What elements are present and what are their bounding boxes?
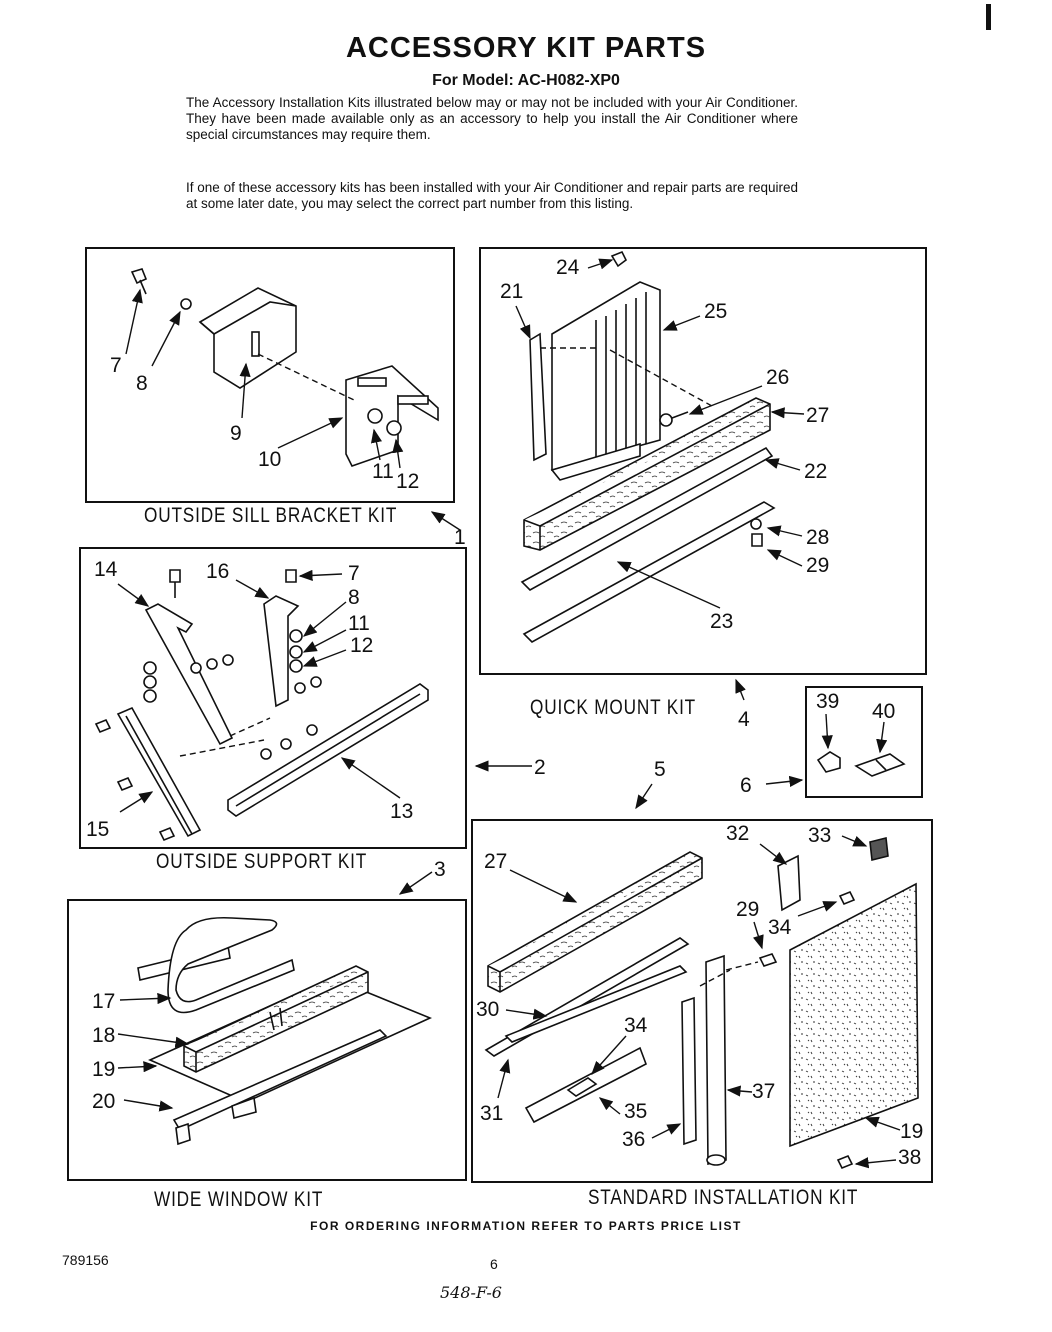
callout-1: 1 [454,526,466,549]
callout-30: 30 [476,998,499,1021]
callout-14: 14 [94,558,118,581]
callout-7b: 7 [348,562,360,585]
callout-3: 3 [434,858,446,881]
callout-40: 40 [872,700,895,723]
callout-26: 26 [766,366,789,389]
callout-11: 11 [372,460,394,483]
model-number: For Model: AC-H082-XP0 [432,72,620,89]
callout-36: 36 [622,1128,645,1151]
callout-28: 28 [806,526,829,549]
callout-13: 13 [390,800,413,823]
margin-mark [986,4,991,30]
callout-29: 29 [806,554,829,577]
callout-7: 7 [110,354,122,377]
callout-34b: 34 [624,1014,648,1037]
callout-33: 33 [808,824,831,847]
callout-24: 24 [556,256,580,279]
callout-17: 17 [92,990,115,1013]
callout-21: 21 [500,280,523,303]
outside-support-kit-box [79,547,467,849]
callout-29b: 29 [736,898,759,921]
callout-39: 39 [816,690,839,713]
callout-8b: 8 [348,586,360,609]
callout-25: 25 [704,300,727,323]
ordering-note: FOR ORDERING INFORMATION REFER TO PARTS … [310,1219,742,1233]
callout-11b: 11 [348,612,370,635]
handwritten-note: 548-F-6 [440,1283,502,1302]
page-number: 6 [490,1256,498,1272]
document-number: 789156 [62,1252,109,1268]
callout-15: 15 [86,818,109,841]
callout-8: 8 [136,372,148,395]
callout-38: 38 [898,1146,921,1169]
kit-label-outside-sill-bracket: OUTSIDE SILL BRACKET KIT [144,504,398,527]
small-parts-box [805,686,923,798]
callout-32: 32 [726,822,749,845]
callout-35: 35 [624,1100,647,1123]
callout-19b: 19 [900,1120,923,1143]
quick-mount-kit-box [479,247,927,675]
kit-label-quick-mount: QUICK MOUNT KIT [530,696,697,719]
callout-34a: 34 [768,916,792,939]
callout-2: 2 [534,756,546,779]
callout-20: 20 [92,1090,115,1113]
callout-31: 31 [480,1102,503,1125]
callout-12b: 12 [350,634,373,657]
intro-paragraph-2: If one of these accessory kits has been … [186,180,798,211]
page-title: ACCESSORY KIT PARTS [345,32,707,64]
callout-19: 19 [92,1058,115,1081]
callout-22: 22 [804,460,827,483]
wide-window-kit-box [67,899,467,1181]
kit-label-standard-installation: STANDARD INSTALLATION KIT [588,1186,859,1209]
callout-18: 18 [92,1024,115,1047]
callout-16: 16 [206,560,229,583]
intro-paragraph-1: The Accessory Installation Kits illustra… [186,95,798,142]
callout-9: 9 [230,422,242,445]
callout-37: 37 [752,1080,775,1103]
callout-23: 23 [710,610,733,633]
callout-27: 27 [806,404,829,427]
callout-5: 5 [654,758,666,781]
kit-label-wide-window: WIDE WINDOW KIT [154,1188,324,1211]
callout-10: 10 [258,448,281,471]
standard-kit-box [471,819,933,1183]
callout-27b: 27 [484,850,507,873]
callout-4: 4 [738,708,750,731]
callout-6: 6 [740,774,752,797]
sill-bracket-kit-box [85,247,455,503]
kit-label-outside-support: OUTSIDE SUPPORT KIT [156,850,368,873]
callout-12: 12 [396,470,419,493]
